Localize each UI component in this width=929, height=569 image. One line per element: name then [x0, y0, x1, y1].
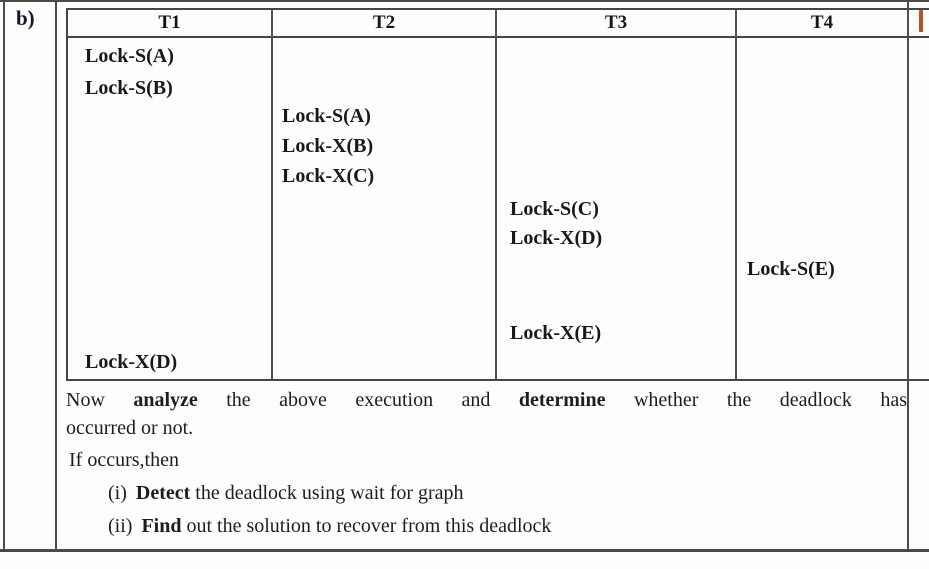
lock-entry-T4: Lock-S(E) — [747, 258, 835, 280]
lock-entry-T3: Lock-X(E) — [510, 322, 602, 344]
txn-column-T1: Lock-S(A) Lock-S(B) Lock-X(D) — [68, 38, 273, 379]
txn-column-T4: Lock-S(E) — [737, 38, 909, 379]
bold-text-segment: Detect — [135, 482, 191, 504]
inner-left-rule — [55, 0, 57, 552]
question-condition: If occurs,then — [69, 449, 179, 471]
lock-entry-T3: Lock-S(C) — [510, 198, 599, 220]
lock-entry-T2: Lock-X(C) — [282, 165, 375, 187]
txn-column-T2: Lock-S(A) Lock-X(B) Lock-X(C) — [273, 38, 497, 379]
question-item-ii: (ii) Find out the solution to recover fro… — [108, 512, 907, 540]
schedule-body-row: Lock-S(A)Lock-S(B)Lock-X(D)Lock-S(A)Lock… — [68, 38, 929, 379]
lock-entry-T1: Lock-S(B) — [85, 77, 173, 99]
bold-text-segment: determine — [518, 389, 606, 411]
question-items: (i) Detect the deadlock using wait for gr… — [66, 479, 907, 540]
question-item-i: (i) Detect the deadlock using wait for gr… — [108, 479, 907, 507]
text-segment: out the solution to recover from this de… — [181, 515, 552, 537]
text-segment: the deadlock using wait for graph — [190, 482, 464, 504]
text-segment: the above execution and — [197, 389, 519, 411]
lock-entry-T3: Lock-X(D) — [510, 227, 603, 249]
column-header-T4: T4 — [737, 10, 909, 36]
lock-entry-T2: Lock-X(B) — [282, 135, 374, 157]
question-block: Now analyze the above execution and dete… — [66, 386, 907, 540]
question-paragraph-line1: Now analyze the above execution and dete… — [66, 386, 907, 414]
top-rule — [0, 0, 929, 2]
text-segment: whether the deadlock has — [605, 389, 908, 411]
outer-left-rule — [3, 0, 5, 552]
red-mark — [919, 10, 923, 32]
column-header-T2: T2 — [273, 10, 497, 36]
bold-text-segment: analyze — [133, 389, 198, 411]
item-marker: (i) — [108, 482, 127, 504]
cropped-next-column — [909, 10, 929, 36]
text-segment: Now — [66, 389, 134, 411]
section-label: b) — [16, 6, 35, 30]
lock-entry-T1: Lock-X(D) — [85, 351, 178, 373]
bold-text-segment: Find — [141, 515, 182, 537]
column-header-T1: T1 — [68, 10, 273, 36]
txn-column-T3: Lock-S(C) Lock-X(D) Lock-X(E) — [497, 38, 737, 379]
bottom-rule — [0, 549, 929, 552]
item-marker: (ii) — [108, 515, 133, 537]
lock-entry-T1: Lock-S(A) — [85, 45, 174, 67]
question-paragraph-line2: occurred or not. — [66, 417, 194, 439]
cropped-next-column-body — [909, 38, 929, 379]
column-header-T3: T3 — [497, 10, 737, 36]
lock-entry-T2: Lock-S(A) — [282, 105, 371, 127]
